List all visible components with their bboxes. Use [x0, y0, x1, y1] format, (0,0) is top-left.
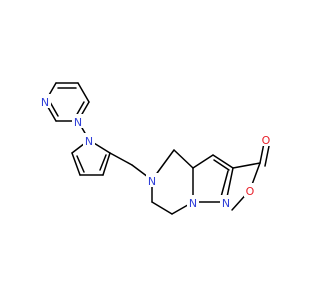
ester-o-label: O — [246, 185, 255, 198]
bond — [71, 152, 81, 176]
label-knockout — [72, 114, 84, 128]
bond — [151, 201, 173, 215]
pyrimidine-n1-label: N — [41, 96, 49, 109]
double-bond — [49, 101, 59, 117]
pyrrole-n-label: N — [85, 135, 93, 148]
label-knockout — [146, 173, 158, 187]
molecule-structure: N N N N N N O O — [0, 0, 300, 300]
bond — [192, 154, 214, 169]
bond — [173, 149, 194, 169]
label-knockout — [39, 94, 51, 108]
background — [0, 0, 300, 300]
double-bond — [264, 145, 270, 167]
atom-labels: N N N N N N O O — [39, 94, 272, 210]
double-bond — [213, 159, 230, 171]
double-bond — [99, 154, 107, 171]
bond — [212, 154, 234, 169]
double-bond — [259, 142, 265, 164]
pyrazole-n1-label: N — [189, 197, 197, 210]
label-knockout — [187, 195, 199, 209]
carbonyl-o-label: O — [262, 134, 271, 147]
label-knockout — [220, 195, 232, 209]
bond — [232, 162, 261, 169]
bond — [77, 82, 90, 103]
double-bond — [76, 155, 85, 173]
pyrimidine-n3-label: N — [74, 116, 82, 129]
label-knockout — [83, 133, 95, 147]
bond — [102, 152, 111, 176]
pyrazole-n2-label: N — [222, 197, 230, 210]
molecule-canvas: N N N N N N O O — [0, 0, 300, 300]
double-bond — [75, 101, 85, 117]
ring-n5-label: N — [148, 175, 156, 188]
label-knockout — [244, 183, 256, 197]
label-knockout — [260, 132, 272, 146]
double-bond — [220, 170, 229, 198]
bond — [109, 152, 133, 166]
